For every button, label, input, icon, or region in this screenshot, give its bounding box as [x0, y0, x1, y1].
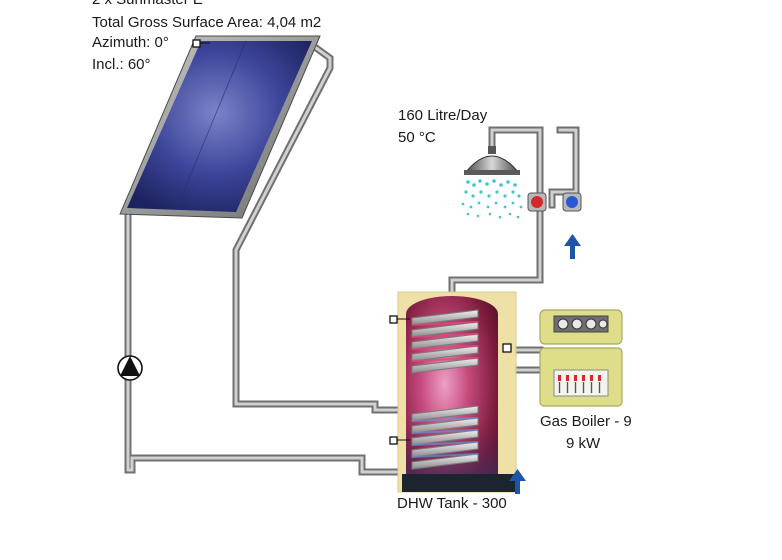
burner-tubes [558, 382, 601, 393]
shower-head-icon [461, 146, 523, 219]
solar-collector[interactable] [119, 35, 321, 219]
tank-upper-sensor [389, 315, 410, 324]
boiler-power-label: 9 kW [566, 435, 601, 452]
collector-area-label: Total Gross Surface Area: 4,04 m2 [92, 14, 322, 31]
circulation-pump-icon[interactable] [117, 355, 143, 381]
dhw-temperature-label: 50 °C [398, 129, 436, 146]
cold-water-valve-icon[interactable] [562, 192, 582, 212]
boiler-flow-sensor [502, 343, 512, 353]
collector-sensor [192, 39, 201, 48]
water-spray [461, 179, 523, 219]
lower-heat-exchanger-coil [411, 405, 479, 470]
collector-azimuth-label: Azimuth: 0° [92, 34, 169, 51]
boiler-name-label: Gas Boiler - 9 [540, 413, 632, 430]
dhw-storage-tank[interactable] [397, 291, 517, 493]
burner-flames [558, 375, 601, 381]
gas-boiler[interactable] [539, 309, 623, 407]
hot-water-valve-icon[interactable] [527, 192, 547, 212]
collector-inclination-label: Incl.: 60° [92, 56, 151, 73]
tank-lower-sensor [389, 436, 410, 445]
dhw-volume-label: 160 Litre/Day [398, 107, 488, 124]
upper-heat-exchanger-coil [411, 309, 479, 374]
cold-water-inlet-arrow-icon [564, 234, 581, 259]
tank-name-label: DHW Tank - 300 [397, 495, 507, 512]
collector-model-label: 2 x Sunmaster E [92, 0, 203, 10]
tank-cold-inlet-arrow-icon [509, 469, 526, 494]
